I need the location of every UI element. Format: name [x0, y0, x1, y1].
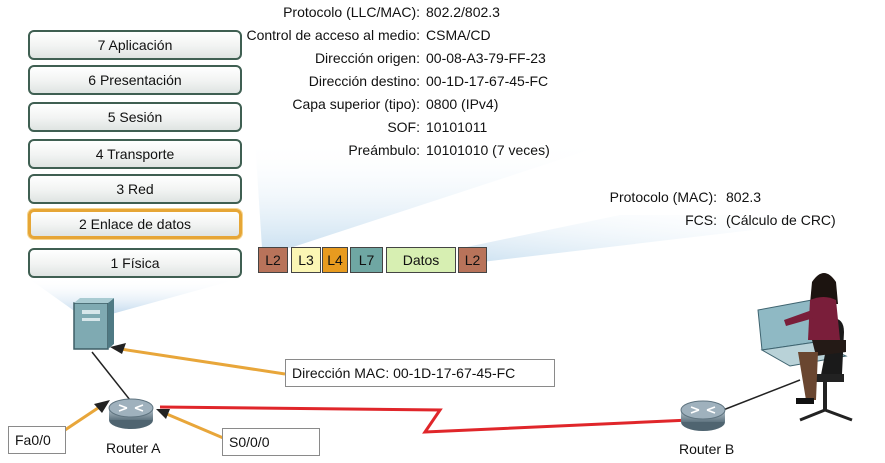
header-value: 802.2/802.3: [426, 4, 500, 20]
ethernet-link: [91, 351, 131, 401]
frame-segment-datos[interactable]: Datos: [386, 247, 456, 273]
header-value: 10101010 (7 veces): [426, 142, 550, 158]
layer-label: 6 Presentación: [88, 72, 182, 88]
header-value: 10101011: [426, 119, 488, 135]
layer-label: 4 Transporte: [95, 146, 175, 162]
switch-icon: [73, 298, 114, 350]
header-key: Dirección destino:: [308, 73, 420, 89]
router-b-label: Router B: [679, 441, 735, 457]
router-a-label: Router A: [106, 440, 161, 456]
layer-6-presentacion[interactable]: 6 Presentación: [28, 65, 242, 95]
header-value: 0800 (IPv4): [426, 96, 499, 112]
mac-address-text: Dirección MAC: 00-1D-17-67-45-FC: [292, 365, 516, 381]
segment-label: L3: [298, 252, 314, 268]
frame-segment-l4[interactable]: L4: [322, 247, 348, 273]
layer-1-fisica[interactable]: 1 Física: [28, 248, 242, 278]
header-value: 00-1D-17-67-45-FC: [426, 73, 549, 89]
segment-label: L2: [265, 252, 281, 268]
trailer-value: 802.3: [726, 189, 762, 205]
frame-segment-l3[interactable]: L3: [291, 247, 321, 273]
trailer-key: Protocolo (MAC):: [609, 189, 717, 205]
layer-4-transporte[interactable]: 4 Transporte: [28, 139, 242, 169]
mac-address-callout: Dirección MAC: 00-1D-17-67-45-FC: [285, 359, 555, 387]
trailer-key: FCS:: [685, 212, 717, 228]
trailer-value: (Cálculo de CRC): [726, 212, 836, 228]
header-projection: [255, 140, 620, 248]
layer-label: 5 Sesión: [107, 109, 163, 125]
header-key: Dirección origen:: [314, 50, 420, 66]
mac-arrow: [113, 346, 286, 376]
header-key: Preámbulo:: [348, 142, 420, 158]
header-key: Control de acceso al medio:: [246, 27, 420, 43]
router-a-icon: [108, 398, 154, 429]
layer-label: 3 Red: [116, 181, 154, 197]
user-workstation-icon: [757, 273, 853, 422]
header-value: CSMA/CD: [426, 27, 491, 43]
layer-5-sesion[interactable]: 5 Sesión: [28, 102, 242, 132]
header-key: SOF:: [387, 119, 420, 135]
interface-fa-callout: Fa0/0: [8, 426, 66, 454]
fa-arrow: [61, 402, 105, 434]
layer-2-enlace-de-datos[interactable]: 2 Enlace de datos: [28, 209, 242, 239]
layer-7-aplicacion[interactable]: 7 Aplicación: [28, 30, 242, 60]
s-arrow: [161, 410, 229, 442]
layer-label: 7 Aplicación: [97, 37, 173, 53]
layer-label: 2 Enlace de datos: [78, 216, 192, 232]
layer-label: 1 Física: [110, 255, 160, 271]
trailer-projection: [462, 215, 880, 262]
header-value: 00-08-A3-79-FF-23: [426, 50, 546, 66]
frame-segment-l7[interactable]: L7: [350, 247, 383, 273]
header-key: Capa superior (tipo):: [292, 96, 420, 112]
frame-segment-l2-header[interactable]: L2: [258, 247, 288, 273]
router-b-icon: [680, 400, 726, 431]
pc-link: [717, 379, 801, 413]
segment-label: L4: [327, 252, 343, 268]
interface-s-text: S0/0/0: [229, 434, 270, 450]
header-key: Protocolo (LLC/MAC):: [283, 4, 420, 20]
frame-segment-l2-trailer[interactable]: L2: [458, 247, 487, 273]
layer-3-red[interactable]: 3 Red: [28, 174, 242, 204]
interface-fa-text: Fa0/0: [15, 432, 51, 448]
segment-label: L2: [464, 252, 481, 268]
serial-link: [159, 405, 691, 434]
segment-label: L7: [358, 252, 375, 268]
stack-projection: [28, 278, 242, 315]
interface-s-callout: S0/0/0: [222, 428, 320, 456]
segment-label: Datos: [402, 252, 440, 268]
